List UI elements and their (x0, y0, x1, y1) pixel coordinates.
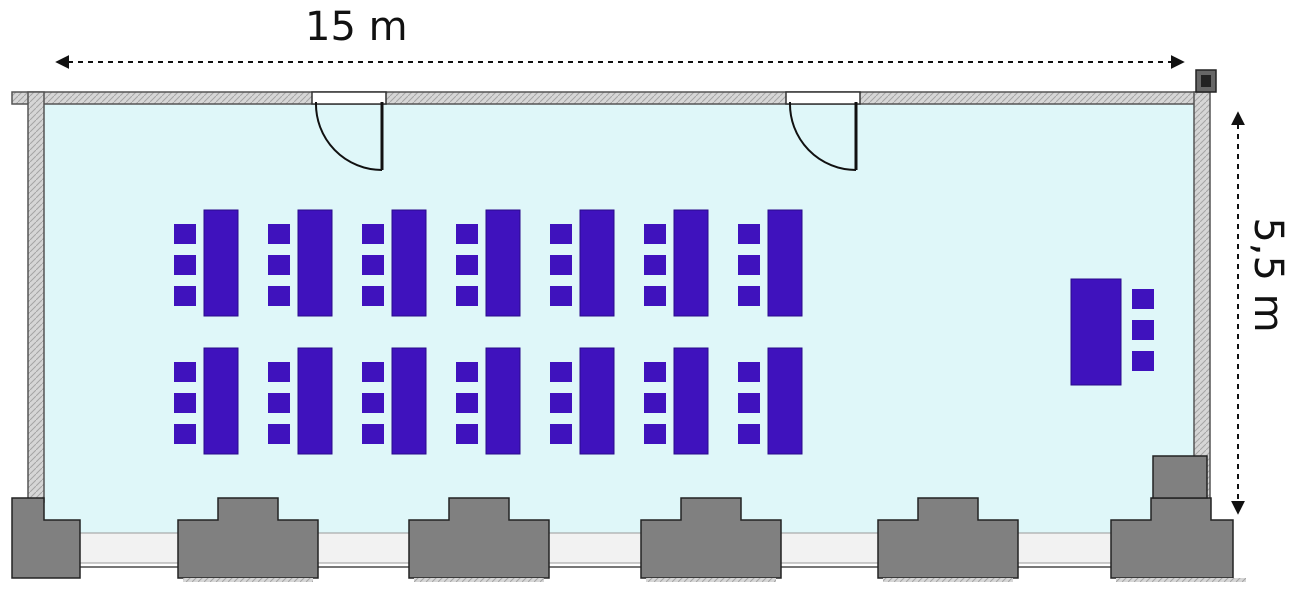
desk (485, 347, 521, 455)
chair (550, 362, 572, 382)
desk (673, 347, 709, 455)
desk (485, 209, 521, 317)
chair (456, 424, 478, 444)
desk (391, 347, 427, 455)
door-left (311, 91, 387, 171)
teacher-chair (1132, 320, 1154, 340)
desk-group (738, 347, 803, 455)
teacher-desk-group (1070, 278, 1154, 386)
chair (738, 362, 760, 382)
desk (297, 347, 333, 455)
chair (738, 286, 760, 306)
chair (550, 393, 572, 413)
chair (362, 393, 384, 413)
top-wall (11, 91, 1209, 105)
chair (456, 255, 478, 275)
desk-group (268, 209, 333, 317)
chair (738, 255, 760, 275)
desk-group (174, 347, 239, 455)
desk (391, 209, 427, 317)
chair (456, 362, 478, 382)
chair (644, 255, 666, 275)
chair (174, 362, 196, 382)
teacher-chair (1132, 351, 1154, 371)
pier-base (183, 578, 313, 582)
room-floor (44, 103, 1194, 533)
desk-groups (174, 209, 803, 455)
chair (456, 286, 478, 306)
desk (203, 347, 239, 455)
window-pier (11, 497, 81, 579)
chair (174, 424, 196, 444)
desk-group (362, 209, 427, 317)
chair (738, 224, 760, 244)
desk-group (456, 209, 521, 317)
chair (268, 224, 290, 244)
desk-group (550, 209, 615, 317)
desk (767, 209, 803, 317)
chair (268, 255, 290, 275)
teacher-chair (1132, 289, 1154, 309)
chair (268, 424, 290, 444)
desk (203, 209, 239, 317)
chair (738, 393, 760, 413)
cabinet (1152, 455, 1208, 499)
desk-group (456, 347, 521, 455)
desk-group (362, 347, 427, 455)
door-right (785, 91, 861, 171)
depth-label: 5,5 m (1245, 217, 1291, 333)
chair (268, 393, 290, 413)
chair (268, 362, 290, 382)
width-label: 15 m (305, 4, 408, 50)
chair (362, 255, 384, 275)
chair (456, 393, 478, 413)
desk (579, 347, 615, 455)
chair (268, 286, 290, 306)
desk-group (644, 209, 709, 317)
chair (644, 224, 666, 244)
chair (550, 224, 572, 244)
chair (174, 393, 196, 413)
chair (362, 224, 384, 244)
chair (362, 362, 384, 382)
chair (174, 255, 196, 275)
desk-group (268, 347, 333, 455)
corner-block-inner (1201, 75, 1211, 87)
pier-base (883, 578, 1013, 582)
chair (550, 424, 572, 444)
pier-base (414, 578, 544, 582)
chair (174, 286, 196, 306)
chair (644, 286, 666, 306)
desk (673, 209, 709, 317)
desk-group (550, 347, 615, 455)
chair (456, 224, 478, 244)
chair (362, 424, 384, 444)
desk-group (738, 209, 803, 317)
chair (644, 393, 666, 413)
chair (362, 286, 384, 306)
chair (174, 224, 196, 244)
chair (738, 424, 760, 444)
desk (767, 347, 803, 455)
teacher-desk (1070, 278, 1122, 386)
chair (644, 362, 666, 382)
desk-group (644, 347, 709, 455)
chair (644, 424, 666, 444)
desk (297, 209, 333, 317)
pier-base (1116, 578, 1246, 582)
left-wall (27, 91, 45, 503)
window-piers (11, 497, 1246, 582)
chair (550, 286, 572, 306)
desk-group (174, 209, 239, 317)
desk (579, 209, 615, 317)
chair (550, 255, 572, 275)
pier-base (646, 578, 776, 582)
